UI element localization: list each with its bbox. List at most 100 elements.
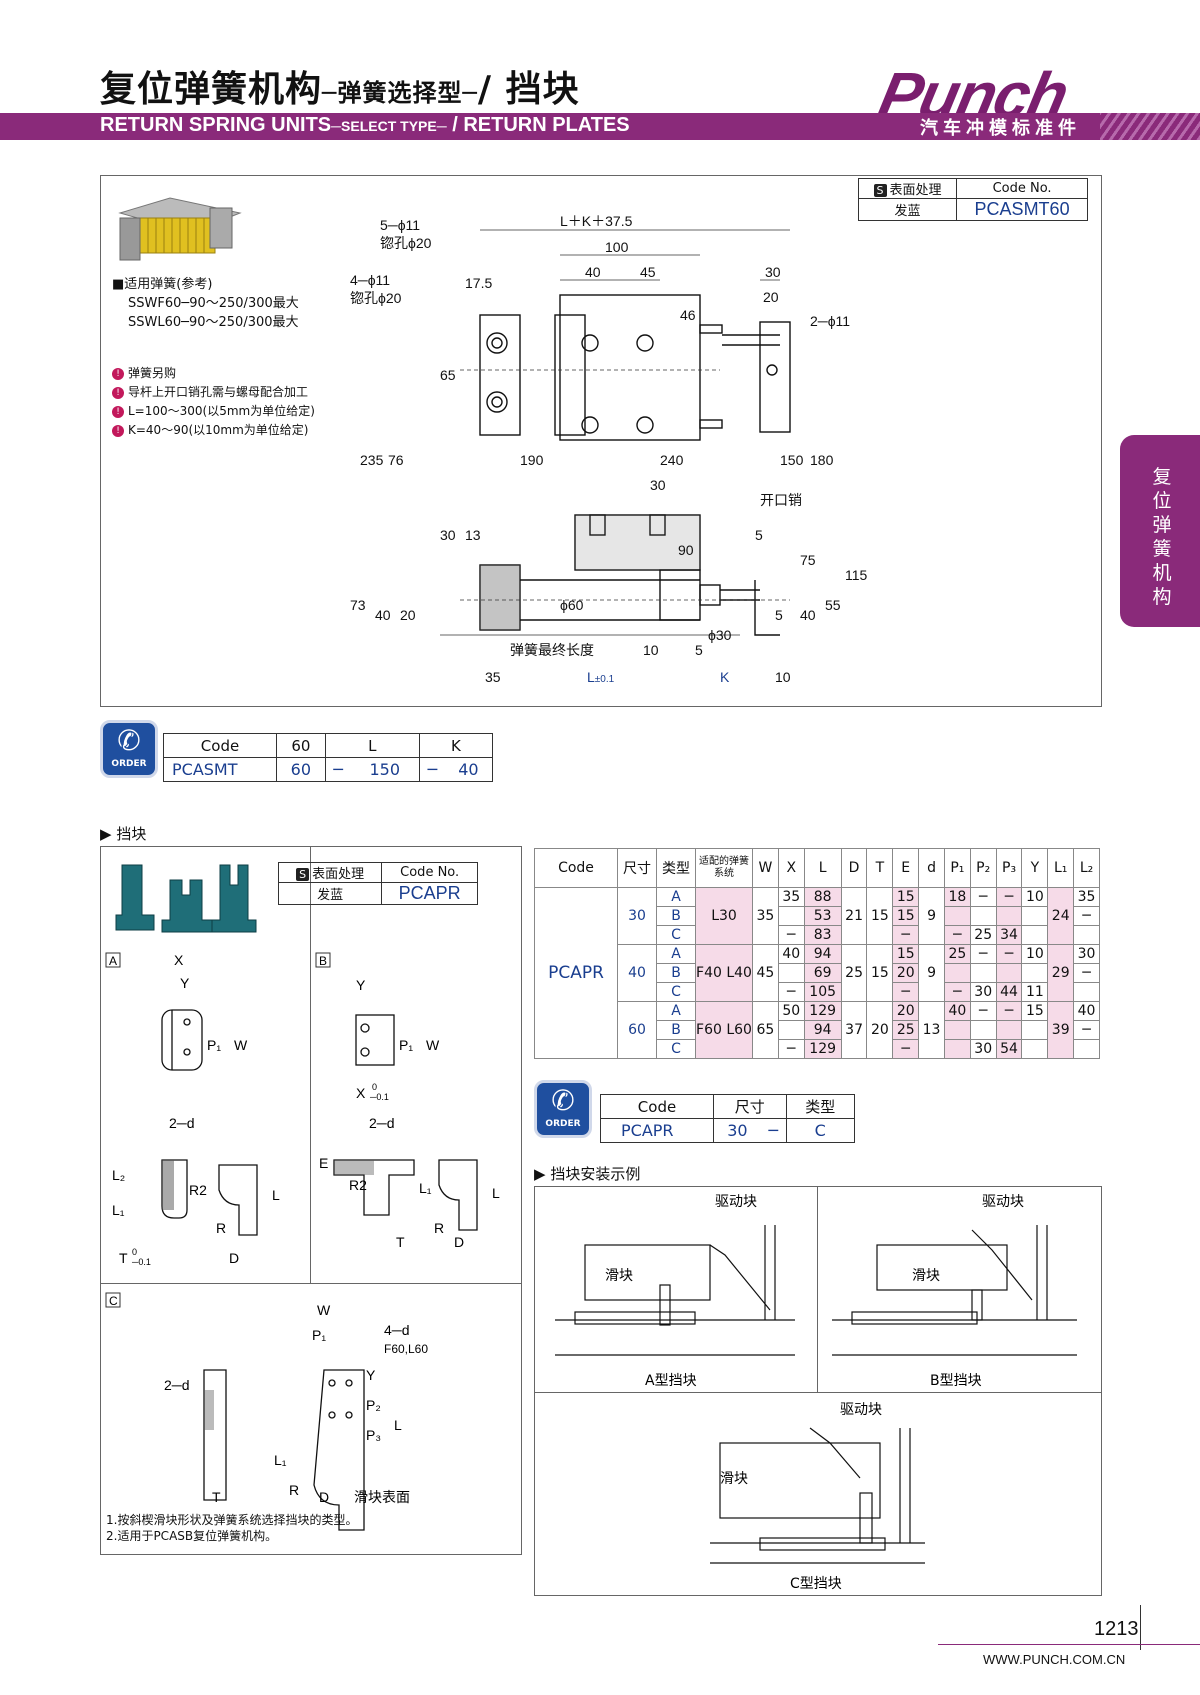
x-cell bbox=[777, 906, 805, 926]
label-e: E bbox=[319, 1155, 328, 1171]
w-cell: 45 bbox=[752, 944, 779, 1002]
label-type-c-plate: C型挡块 bbox=[790, 1576, 842, 1592]
divider bbox=[534, 1392, 1101, 1393]
l-cell: 94 bbox=[803, 944, 842, 964]
side-tab[interactable] bbox=[1120, 435, 1200, 627]
dim-s90: 90 bbox=[678, 542, 694, 558]
size-cell: 30 bbox=[617, 887, 657, 945]
dim-s40: 40 bbox=[375, 607, 391, 623]
label-x-zero: 0 bbox=[372, 1082, 377, 1092]
note-item: !L=100～300(以5mm为单位给定) bbox=[112, 402, 362, 421]
dim-bL: L±0.1 bbox=[587, 669, 615, 685]
p3-cell: ─ bbox=[995, 1001, 1023, 1021]
dim-holes-4: 4─ϕ11 bbox=[350, 272, 390, 288]
l-cell: 88 bbox=[803, 887, 842, 907]
dim-s10: 10 bbox=[643, 642, 659, 658]
spec-table: Code 尺寸 类型 适配的弹簧系统 W X L D T E d P₁ P₂ P… bbox=[534, 848, 1100, 1059]
d-cell: 25 bbox=[840, 944, 868, 1002]
p1-cell: 25 bbox=[943, 944, 971, 964]
spring-ref-1: SSWF60─90～250/300最大 bbox=[128, 296, 299, 311]
dim-s55: 55 bbox=[825, 597, 841, 613]
footer-url[interactable]: WWW.PUNCH.COM.CN bbox=[983, 1652, 1126, 1667]
label-d-b: D bbox=[454, 1234, 464, 1250]
label-drive-c: 驱动块 bbox=[840, 1402, 882, 1418]
dim-235: 235 bbox=[360, 452, 384, 468]
hole-cell: 13 bbox=[918, 1001, 945, 1059]
label-slider-a: 滑块 bbox=[605, 1267, 633, 1284]
type-cell: C bbox=[656, 925, 696, 945]
info-icon: ! bbox=[112, 386, 124, 399]
t-cell: 20 bbox=[866, 1001, 894, 1059]
l2-cell: ─ bbox=[1073, 906, 1100, 926]
p1-cell: 18 bbox=[943, 887, 971, 907]
x-cell: ─ bbox=[777, 982, 805, 1002]
dim-b35: 35 bbox=[485, 669, 501, 685]
label-spring-final-length: 弹簧最终长度 bbox=[510, 642, 594, 658]
dim-100: 100 bbox=[605, 239, 629, 255]
l-cell: 129 bbox=[803, 1001, 842, 1021]
label-l1: L₁ bbox=[112, 1202, 125, 1218]
label-x: X bbox=[174, 952, 184, 968]
label-f60: F60,L60 bbox=[384, 1342, 428, 1356]
header-hatch bbox=[1100, 113, 1200, 140]
x-cell bbox=[777, 1020, 805, 1040]
note-item: !K=40～90(以10mm为单位给定) bbox=[112, 421, 362, 440]
dim-30: 30 bbox=[765, 264, 781, 280]
y-cell: 15 bbox=[1021, 1001, 1049, 1021]
p3-cell: 34 bbox=[995, 925, 1023, 945]
type-a-tag: A bbox=[109, 954, 117, 968]
dim-s30v: 30 bbox=[440, 527, 456, 543]
l2-cell: 35 bbox=[1073, 887, 1100, 907]
dim-150: 150 bbox=[780, 452, 804, 468]
spring-ref-title: ■适用弹簧(参考) bbox=[112, 277, 213, 292]
w-cell: 65 bbox=[752, 1001, 779, 1059]
notes-list: !弹簧另购 !导杆上开口销孔需与螺母配合加工 !L=100～300(以5mm为单… bbox=[112, 364, 362, 440]
page-number: 1213 bbox=[1094, 1618, 1139, 1640]
spring-unit-panel bbox=[100, 175, 1102, 707]
install-a-drawing: 驱动块 滑块 A型挡块 bbox=[555, 1194, 795, 1389]
code-cell: PCAPR bbox=[534, 887, 618, 1059]
spring-ref-2: SSWL60─90～250/300最大 bbox=[128, 315, 299, 330]
label-t-c: T bbox=[212, 1489, 221, 1505]
order-icon: ✆ORDER bbox=[100, 720, 158, 778]
dim-180: 180 bbox=[810, 452, 834, 468]
type-cell: B bbox=[656, 906, 696, 926]
dim-counterbore-1: 锪孔ϕ20 bbox=[380, 235, 432, 251]
label-r: R bbox=[216, 1220, 226, 1236]
l2-cell bbox=[1073, 1039, 1100, 1059]
label-p3: P₃ bbox=[366, 1427, 381, 1443]
y-cell bbox=[1021, 963, 1049, 983]
x-cell: 50 bbox=[777, 1001, 805, 1021]
label-p2: P₂ bbox=[366, 1397, 381, 1413]
p1-cell: 40 bbox=[943, 1001, 971, 1021]
label-y-b: Y bbox=[356, 977, 366, 993]
section-return-plates: ▶ 挡块 bbox=[100, 825, 147, 843]
dim-20: 20 bbox=[763, 289, 779, 305]
y-cell bbox=[1021, 1039, 1049, 1059]
label-2d-b: 2─d bbox=[369, 1115, 395, 1131]
l2-cell: 40 bbox=[1073, 1001, 1100, 1021]
p2-cell: ─ bbox=[969, 1001, 997, 1021]
p1-cell: ─ bbox=[943, 982, 971, 1002]
label-t-b: T bbox=[396, 1234, 405, 1250]
dim-bK: K bbox=[720, 669, 730, 685]
label-y-c: Y bbox=[366, 1367, 376, 1383]
logo-subtitle: 汽车冲模标准件 bbox=[920, 118, 1081, 139]
dim-top: L＋K＋37.5 bbox=[560, 213, 633, 229]
system-cell: F40 L40 bbox=[695, 944, 753, 1002]
l1-cell: 39 bbox=[1047, 1001, 1075, 1059]
spring-reference: ■适用弹簧(参考) SSWF60─90～250/300最大 SSWL60─90～… bbox=[112, 275, 352, 332]
dim-s20: 20 bbox=[400, 607, 416, 623]
y-cell: 10 bbox=[1021, 887, 1049, 907]
spring-unit-photo bbox=[118, 197, 242, 261]
return-plate-panel bbox=[100, 846, 522, 1555]
type-c-drawing: C W P₁ 4─d F60,L60 2─d Y P₂ P₃ L L₁ R T … bbox=[105, 1292, 428, 1531]
label-type-a-plate: A型挡块 bbox=[645, 1373, 697, 1389]
p2-cell bbox=[969, 963, 997, 983]
english-title: RETURN SPRING UNITS─SELECT TYPE─ / RETUR… bbox=[100, 114, 630, 136]
